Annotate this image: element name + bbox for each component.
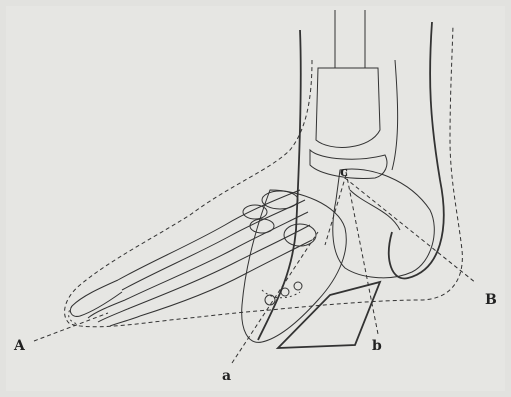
label-B: B <box>485 292 497 308</box>
label-c: c <box>340 165 348 180</box>
label-b: b <box>372 338 382 354</box>
label-a: a <box>222 368 231 384</box>
label-A: A <box>13 338 26 354</box>
